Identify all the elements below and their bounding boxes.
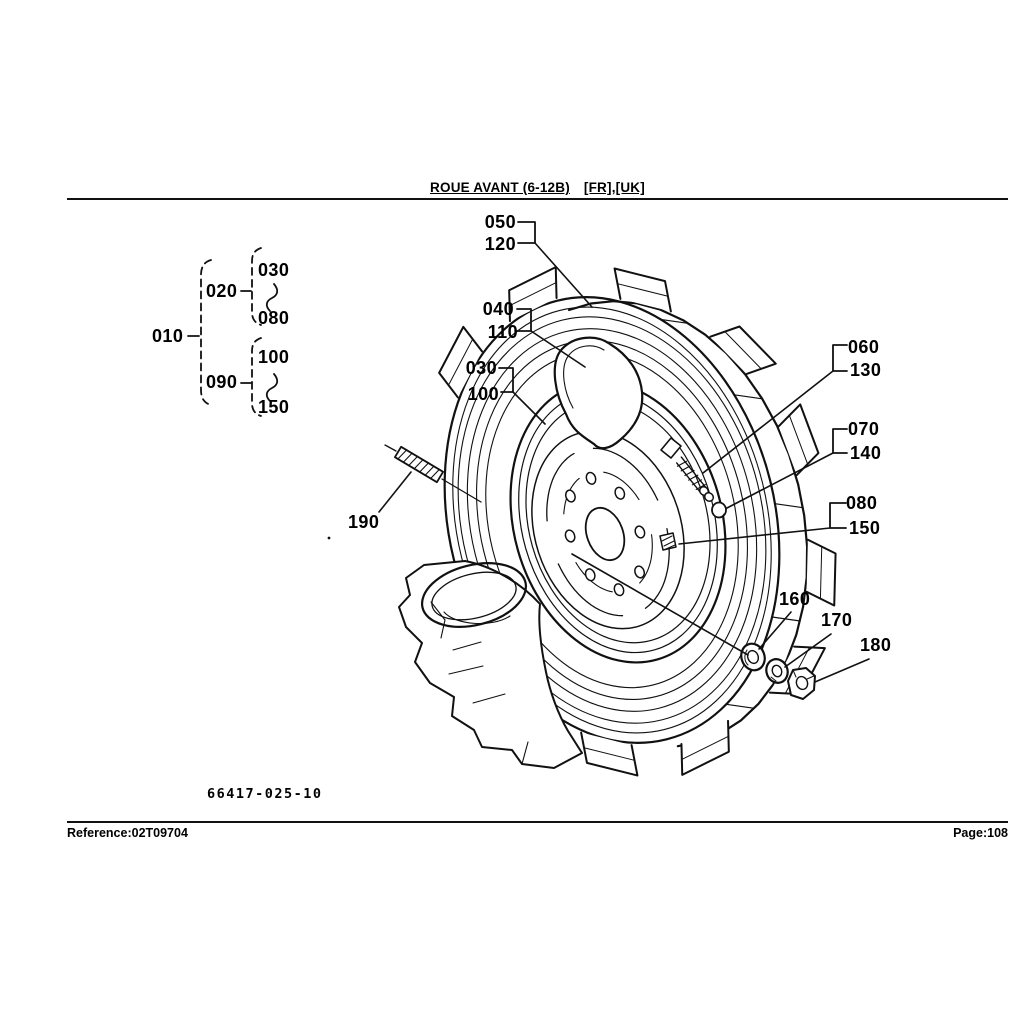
tree-item-100: 100 [258, 347, 290, 367]
page-title-tags: [FR],[UK] [583, 180, 645, 195]
footer-rule [67, 821, 1008, 823]
drawing-number: 66417-025-10 [207, 786, 323, 802]
callout-180: 180 [860, 635, 892, 655]
callout-080: 080 [846, 493, 878, 513]
page-title-text: ROUE AVANT (6-12B) [430, 180, 570, 195]
callout-140: 140 [850, 443, 882, 463]
callout-120: 120 [484, 234, 516, 254]
footer-reference: Reference:02T09704 [67, 826, 188, 840]
tree-item-020: 020 [206, 281, 238, 301]
tree-item-030: 030 [258, 260, 290, 280]
callout-070: 070 [848, 419, 880, 439]
tree-item-090: 090 [206, 372, 238, 392]
callout-110: 110 [487, 322, 518, 342]
tree-item-010: 010 [152, 326, 184, 346]
callout-170: 170 [821, 610, 853, 630]
header-rule [67, 198, 1008, 200]
callout-130: 130 [850, 360, 882, 380]
footer-page-number: Page:108 [953, 826, 1008, 840]
tire-bead-section [398, 560, 583, 769]
callout-040: 040 [482, 299, 514, 319]
callout-leaders [378, 221, 870, 683]
callout-190: 190 [348, 512, 380, 532]
callout-060: 060 [848, 337, 880, 357]
valve-assembly [659, 437, 727, 551]
page-title: ROUE AVANT (6-12B) [FR],[UK] [67, 180, 1008, 195]
callout-100: 100 [467, 384, 499, 404]
tree-item-150: 150 [258, 397, 290, 417]
inner-tube-loop [553, 336, 644, 450]
callout-030: 030 [465, 358, 497, 378]
callout-050: 050 [484, 212, 516, 232]
tree-item-080: 080 [258, 308, 290, 328]
stud-190 [327, 444, 482, 540]
parts-tree-brackets [187, 247, 279, 417]
callout-150: 150 [849, 518, 881, 538]
hub-hardware [740, 642, 816, 700]
tire [438, 266, 837, 777]
callout-160: 160 [779, 589, 811, 609]
